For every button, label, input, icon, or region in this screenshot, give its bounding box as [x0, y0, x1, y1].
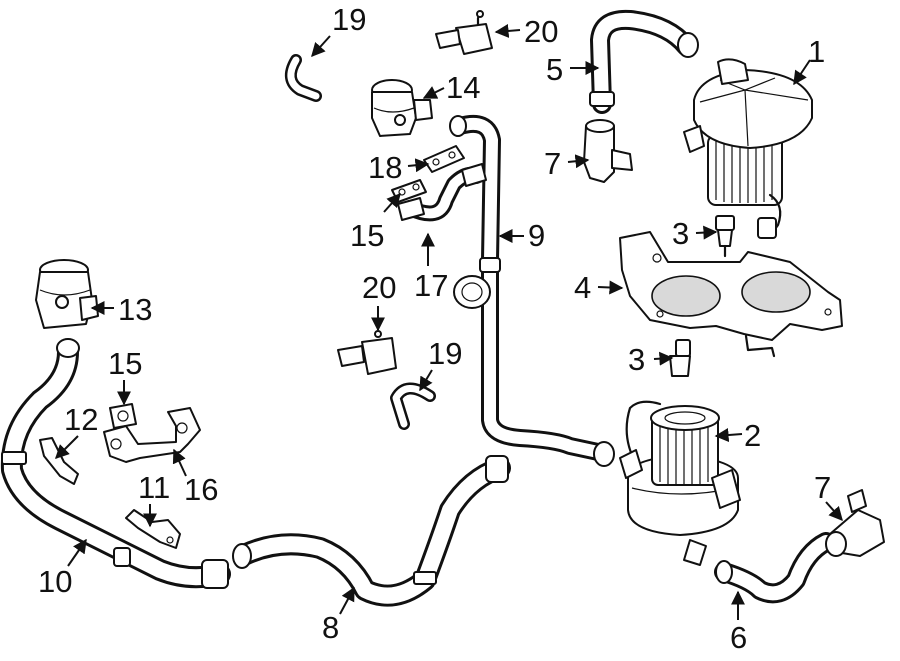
hose-19-upper [284, 54, 322, 102]
solenoid-20-lower [337, 330, 397, 375]
callout-3a: 3 [672, 216, 689, 251]
callout-5: 5 [546, 52, 563, 87]
callout-20a: 20 [524, 14, 558, 49]
hose-10 [0, 338, 231, 589]
air-pump-1 [683, 58, 813, 239]
callout-4: 4 [574, 270, 591, 305]
hose-5 [589, 9, 699, 114]
callout-20b: 20 [362, 270, 396, 305]
pipe-17 [397, 163, 487, 222]
sensor-3-upper [715, 215, 735, 258]
bracket-11 [125, 509, 181, 549]
combi-valve-14 [371, 79, 433, 137]
callout-18: 18 [368, 150, 402, 185]
callout-11: 11 [138, 470, 170, 505]
callout-8: 8 [322, 610, 339, 645]
callout-7a: 7 [544, 146, 561, 181]
hose-9 [449, 114, 615, 467]
hose-19-lower [390, 382, 436, 430]
bracket-4 [619, 231, 843, 358]
callout-14: 14 [446, 70, 480, 105]
combi-valve-13 [35, 259, 99, 329]
pipe-16 [103, 407, 201, 463]
hose-8 [232, 455, 511, 607]
callout-19a: 19 [332, 2, 366, 37]
callout-7b: 7 [814, 470, 831, 505]
callout-3b: 3 [628, 342, 645, 377]
callout-6: 6 [730, 620, 747, 655]
callout-15b: 15 [108, 346, 142, 381]
check-valve-7-upper [583, 119, 633, 183]
clip-12 [39, 437, 79, 485]
gasket-15-lower [109, 403, 137, 429]
callout-10: 10 [38, 564, 72, 599]
callout-9: 9 [528, 218, 545, 253]
leader-lines [55, 23, 843, 620]
gasket-18 [423, 145, 465, 173]
callout-16: 16 [184, 472, 218, 507]
callout-15a: 15 [350, 218, 384, 253]
callout-13: 13 [118, 292, 152, 327]
check-valve-7-lower [825, 489, 885, 557]
callout-19b: 19 [428, 336, 462, 371]
hose-6 [714, 532, 836, 604]
callout-17: 17 [414, 268, 448, 303]
callout-12: 12 [64, 402, 98, 437]
callout-labels: 1 2 3 3 4 5 6 7 7 8 9 10 11 12 13 14 15 … [38, 2, 831, 655]
callout-2: 2 [744, 418, 761, 453]
callout-1: 1 [808, 34, 825, 69]
sensor-3-lower [669, 339, 691, 377]
air-pump-2 [619, 400, 741, 566]
solenoid-20-upper [435, 10, 493, 55]
